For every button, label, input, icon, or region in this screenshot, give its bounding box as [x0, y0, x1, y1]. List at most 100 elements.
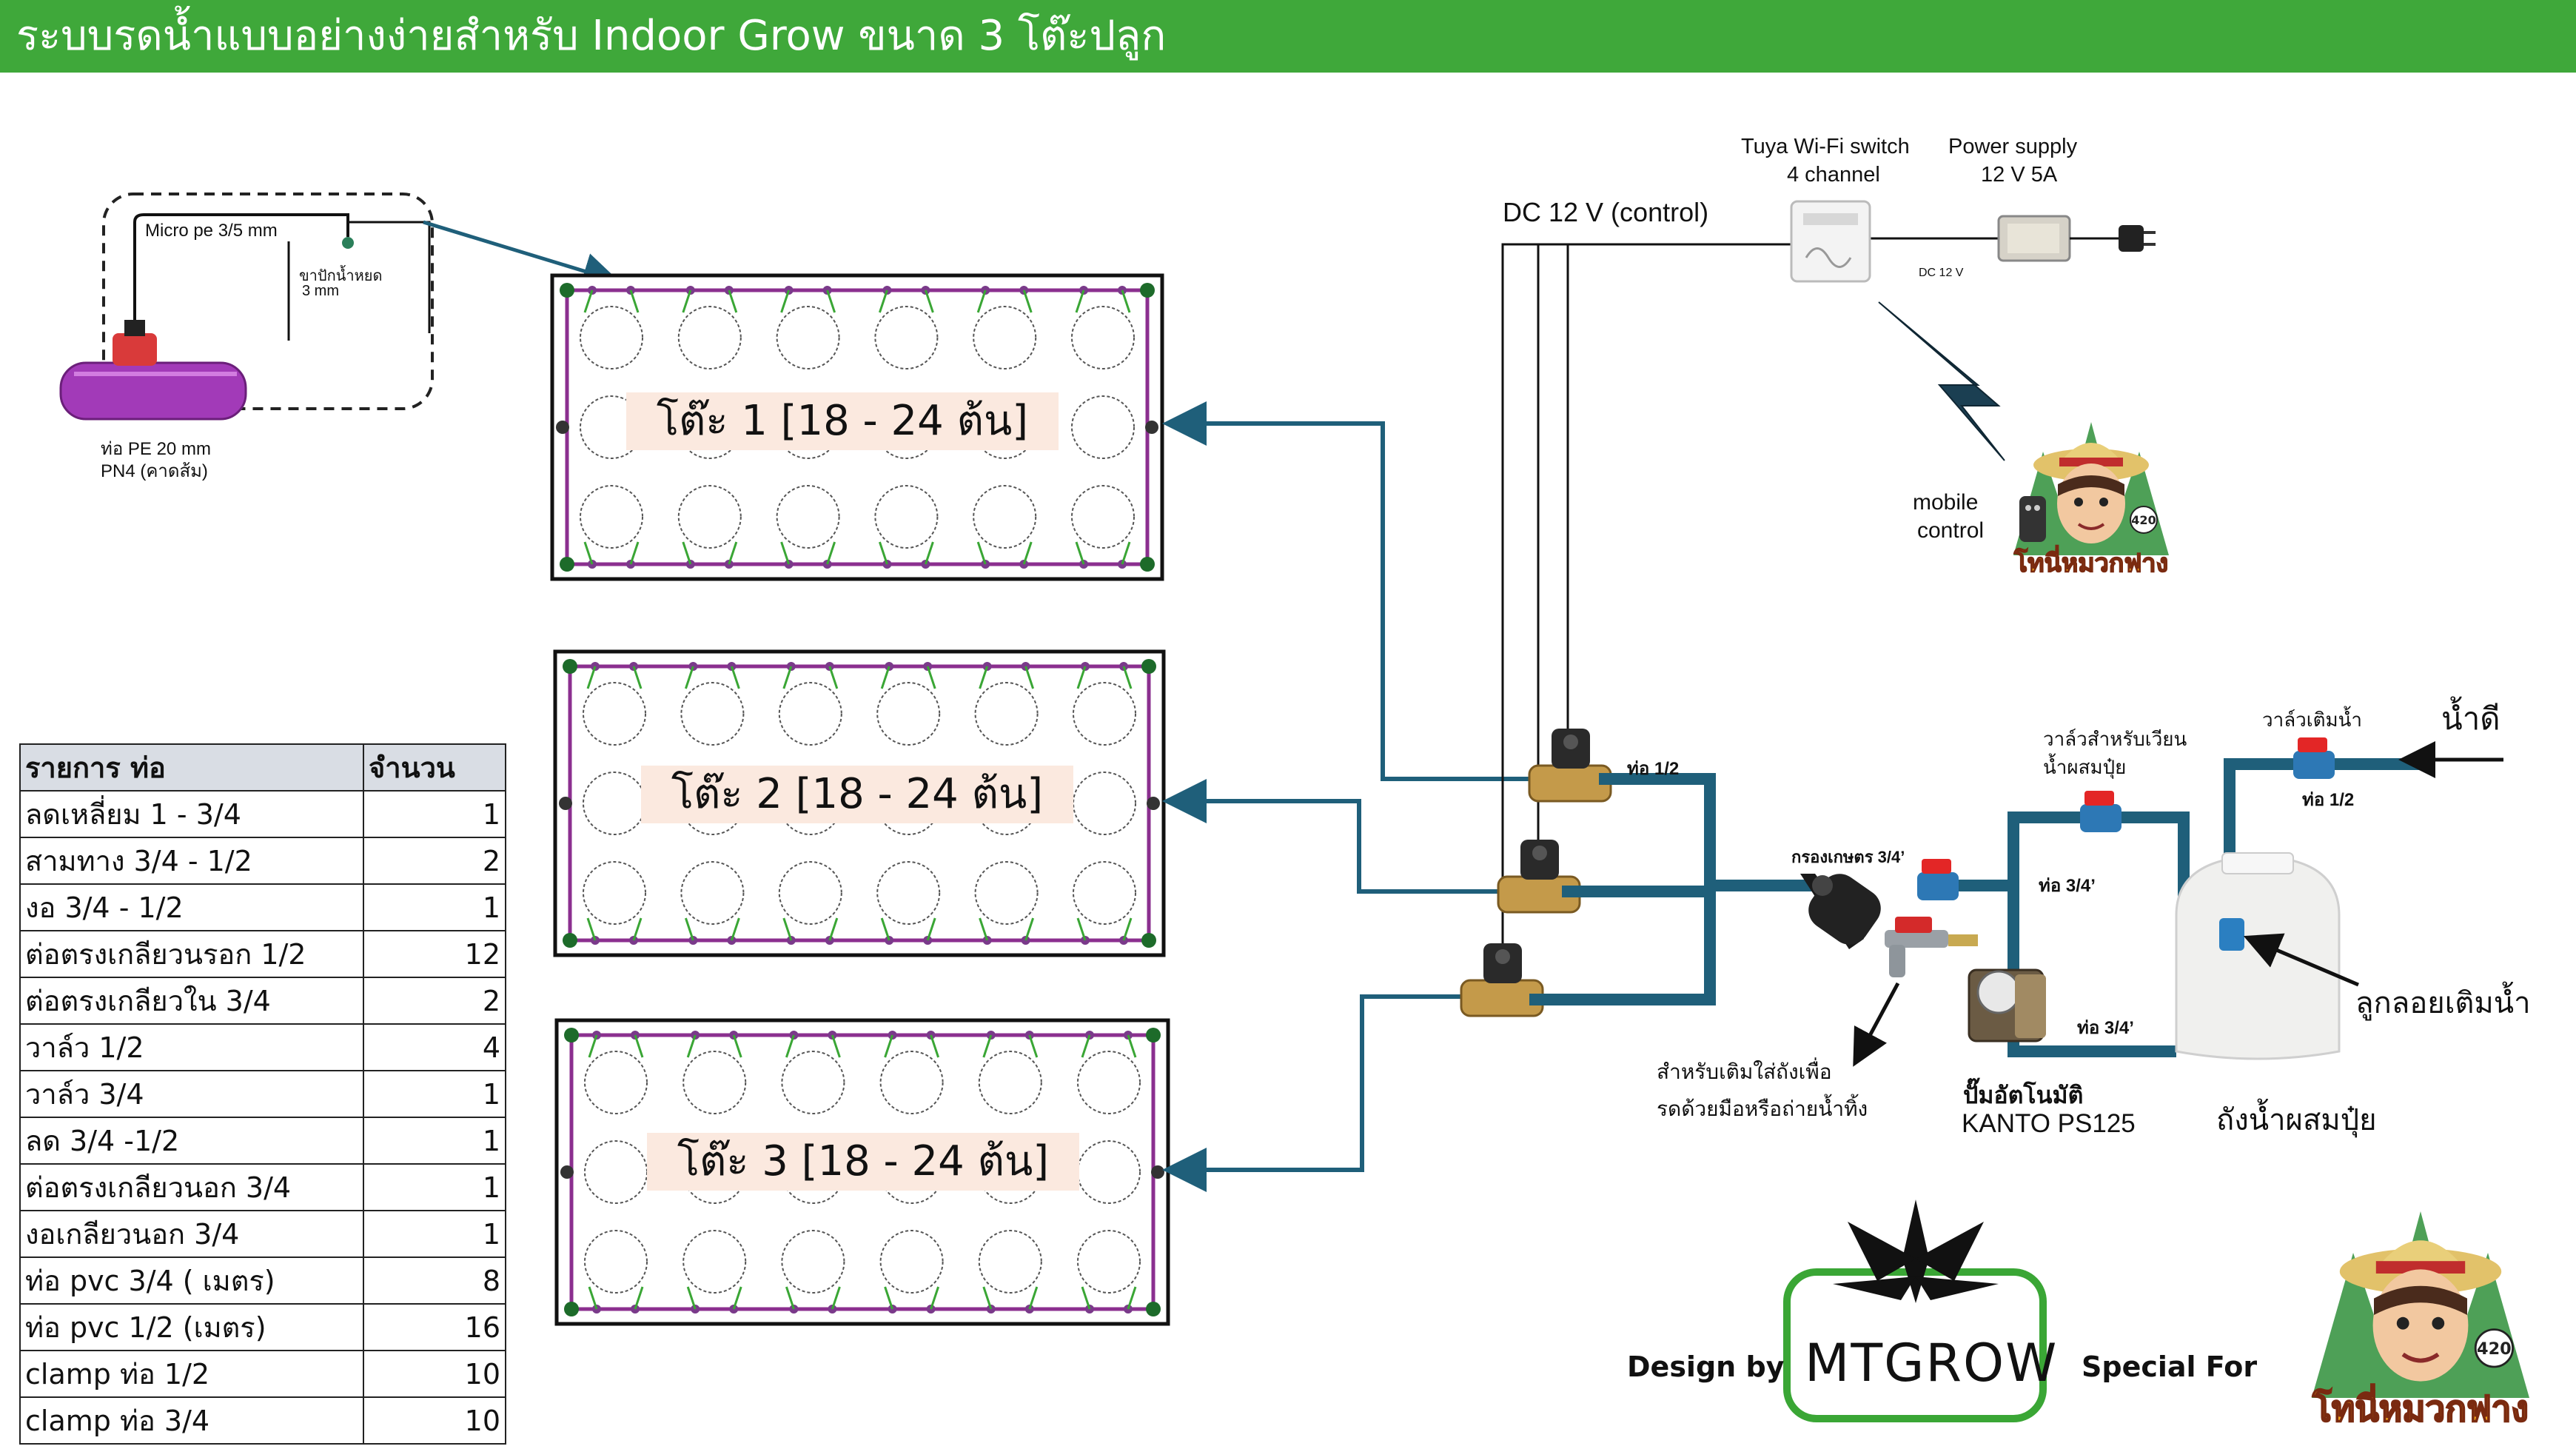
- pe-pipe-label: ท่อ PE 20 mm: [101, 439, 211, 459]
- plant-pot: [781, 1230, 845, 1294]
- bom-row: ท่อ pvc 1/2 (เมตร)16: [19, 1303, 506, 1351]
- dc-control-label: DC 12 V (control): [1503, 197, 1709, 227]
- ball-valve-recirc: [2080, 791, 2121, 832]
- bom-item: งอเกลียวนอก 3/4: [19, 1210, 364, 1258]
- plant-pot: [874, 306, 939, 369]
- bom-qty: 2: [363, 837, 506, 885]
- pe-pipe-spec-label: PN4 (คาดส้ม): [101, 461, 208, 481]
- detail-pointer-arrow: [423, 220, 620, 290]
- pipe-fitting: [563, 933, 577, 948]
- special-for-label: Special For: [2082, 1351, 2258, 1383]
- control-wires: [1501, 237, 1999, 963]
- table-1-label: โต๊ะ 1 [18 - 24 ต้น]: [626, 392, 1059, 450]
- bom-item: ลด 3/4 -1/2: [19, 1117, 364, 1165]
- pipe-34-label-a: ท่อ 3/4’: [2039, 876, 2096, 896]
- bom-item: ท่อ pvc 1/2 (เมตร): [19, 1303, 364, 1351]
- float-arrow: [2243, 933, 2359, 987]
- pump: [1968, 968, 2046, 1043]
- bom-item: วาล์ว 3/4: [19, 1070, 364, 1118]
- plant-pot: [1073, 772, 1136, 835]
- recirc-valve-label-2: น้ำผสมปุ๋ย: [2043, 756, 2127, 778]
- pipe-fitting: [563, 659, 577, 674]
- pipe-34-label-b: ท่อ 3/4’: [2077, 1018, 2134, 1038]
- plant-pot: [978, 1230, 1042, 1294]
- plant-pot: [978, 1051, 1042, 1114]
- plant-pot: [879, 1230, 944, 1294]
- wireless-signal-icon: [1878, 301, 2005, 461]
- pipe-fitting: [1140, 283, 1155, 298]
- plant-pot: [677, 485, 742, 549]
- pipe-fitting: [564, 1028, 579, 1043]
- plant-pot: [584, 1051, 648, 1114]
- bom-qty: 1: [363, 883, 506, 931]
- plant-pot: [1071, 395, 1135, 459]
- clean-water-label: น้ำดี: [2441, 701, 2500, 736]
- plant-pot: [776, 485, 840, 549]
- bom-item: ลดเหลี่ยม 1 - 3/4: [19, 790, 364, 838]
- mascot-num-large: 420: [2477, 1339, 2512, 1359]
- mascot-logo-small: 420 โทนี่หมวกฟาง: [2013, 422, 2169, 579]
- design-by-label: Design by: [1627, 1351, 1785, 1383]
- bom-item: วาล์ว 1/2: [19, 1023, 364, 1071]
- pipe-fitting: [1140, 557, 1155, 572]
- nutrient-tank: [2175, 852, 2341, 1060]
- bom-qty: 1: [363, 1070, 506, 1118]
- mascot-name-small: โทนี่หมวกฟาง: [2013, 545, 2168, 578]
- mascot-logo-large: 420 โทนี่หมวกฟาง: [2311, 1211, 2529, 1430]
- disc-filter: [1800, 874, 1881, 949]
- tap-arrow: [1853, 982, 1900, 1067]
- stake-size-label: 3 mm: [302, 283, 339, 299]
- plant-pot: [778, 682, 842, 746]
- bom-item: ต่อตรงเกลียวนอก 3/4: [19, 1163, 364, 1211]
- power-supply: [1997, 215, 2156, 262]
- ball-valve-fill: [2293, 737, 2335, 779]
- solenoid-valve-2: [1497, 840, 1581, 914]
- plant-pot: [778, 861, 842, 925]
- pump-model-label: KANTO PS125: [1962, 1109, 2136, 1138]
- plant-pot: [1073, 861, 1136, 925]
- plant-pot: [876, 861, 941, 925]
- plant-pot: [776, 306, 840, 369]
- bom-item: clamp ท่อ 3/4: [19, 1396, 364, 1445]
- pump-label: ปั๊มอัตโนมัติ: [1963, 1082, 2084, 1108]
- bom-qty: 16: [363, 1303, 506, 1351]
- pipe-half-label-b: ท่อ 1/2: [2302, 790, 2355, 810]
- recirc-valve-label: วาล์วสำหรับเวียน: [2043, 728, 2187, 750]
- bom-qty: 2: [363, 977, 506, 1025]
- bom-item: งอ 3/4 - 1/2: [19, 883, 364, 931]
- plant-pot: [682, 1051, 747, 1114]
- plant-pot: [583, 861, 646, 925]
- pipe-fitting: [1141, 659, 1156, 674]
- drip-detail-inset: [59, 193, 434, 421]
- dc-small-label: DC 12 V: [1919, 267, 1964, 279]
- distribution-pipes: [1162, 401, 1540, 1192]
- title-bar: ระบบรดน้ำแบบอย่างง่ายสำหรับ Indoor Grow …: [0, 0, 2576, 73]
- plant-pot: [680, 861, 745, 925]
- table-3-label: โต๊ะ 3 [18 - 24 ต้น]: [647, 1133, 1079, 1191]
- pipe-fitting: [1146, 1028, 1161, 1043]
- power-supply-label: Power supply: [1948, 135, 2078, 158]
- plant-pot: [583, 682, 646, 746]
- plant-pot: [876, 682, 941, 746]
- plant-pot: [1071, 485, 1135, 549]
- tuya-switch: [1790, 200, 1871, 283]
- pipe-fitting: [560, 283, 574, 298]
- float-valve-label: ลูกลอยเติมน้ำ: [2355, 987, 2531, 1020]
- dripper: [113, 333, 157, 366]
- tap-label: สำหรับเติมใส่ถังเพื่อ: [1657, 1060, 1832, 1083]
- bom-item: clamp ท่อ 1/2: [19, 1350, 364, 1398]
- plant-pot: [1071, 306, 1135, 369]
- drain-tap: [1885, 917, 1978, 977]
- plant-pot: [1073, 682, 1136, 746]
- plant-pot: [973, 306, 1037, 369]
- fill-valve-label: วาล์วเติมน้ำ: [2262, 709, 2363, 731]
- bom-item: ต่อตรงเกลียวนรอก 1/2: [19, 930, 364, 978]
